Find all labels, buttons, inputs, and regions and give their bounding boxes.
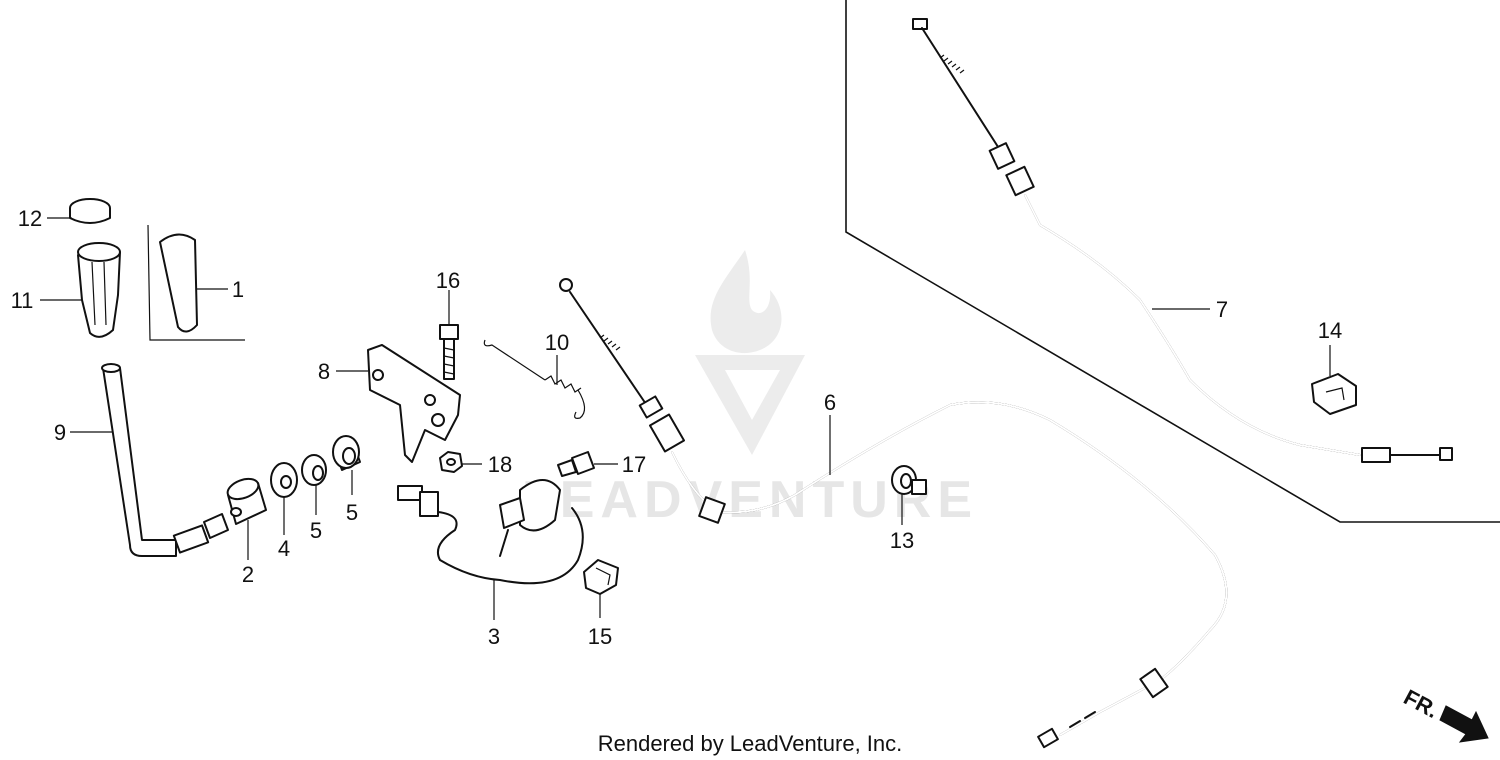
watermark-v-icon <box>695 355 805 455</box>
part-16-bolt <box>439 324 459 380</box>
part-8-bracket <box>367 344 461 463</box>
front-direction-indicator: FR. <box>1400 684 1489 743</box>
label-part-16: 16 <box>436 268 460 293</box>
label-part-15: 15 <box>588 624 612 649</box>
part-5-collar-b <box>332 435 361 471</box>
label-part-6: 6 <box>824 390 836 415</box>
part-15-clip <box>583 559 619 595</box>
part-labels: 12 11 1 9 2 4 5 5 8 16 10 18 17 3 15 6 1… <box>11 206 1343 649</box>
part-2-bushing <box>226 477 267 525</box>
label-part-5a: 5 <box>310 518 322 543</box>
label-part-8: 8 <box>318 359 330 384</box>
part-6-cable <box>559 278 1228 749</box>
part-1-cover <box>159 233 198 333</box>
direction-label: FR. <box>1400 684 1443 723</box>
footer-credit: Rendered by LeadVenture, Inc. <box>598 731 903 756</box>
label-part-12: 12 <box>18 206 42 231</box>
part-3-switch-harness <box>397 479 584 585</box>
front-arrow-icon <box>1439 705 1489 743</box>
label-part-10: 10 <box>545 330 569 355</box>
part-12-cap <box>69 198 111 224</box>
watermark-flame-icon <box>710 250 782 354</box>
label-part-13: 13 <box>890 528 914 553</box>
part-7-cable <box>912 18 1453 463</box>
part-1-bracket <box>147 224 245 341</box>
label-part-17: 17 <box>622 452 646 477</box>
label-part-5b: 5 <box>346 500 358 525</box>
part-4-washer <box>270 462 298 498</box>
part-14-clip <box>1311 373 1357 415</box>
part-13-clamp <box>891 465 927 495</box>
inset-frame <box>845 0 1500 523</box>
part-10-spring <box>483 339 586 419</box>
label-part-3: 3 <box>488 624 500 649</box>
part-5-collar-a <box>301 454 327 486</box>
label-part-1: 1 <box>232 277 244 302</box>
part-9-lever <box>101 363 229 557</box>
label-part-9: 9 <box>54 420 66 445</box>
label-part-4: 4 <box>278 536 290 561</box>
leader-lines <box>40 217 1331 620</box>
label-part-14: 14 <box>1318 318 1342 343</box>
label-part-11: 11 <box>11 288 34 313</box>
part-11-grip <box>77 242 121 338</box>
label-part-18: 18 <box>488 452 512 477</box>
label-part-2: 2 <box>242 562 254 587</box>
part-17-fitting <box>557 451 595 477</box>
part-18-nut <box>439 451 463 473</box>
label-part-7: 7 <box>1216 297 1228 322</box>
